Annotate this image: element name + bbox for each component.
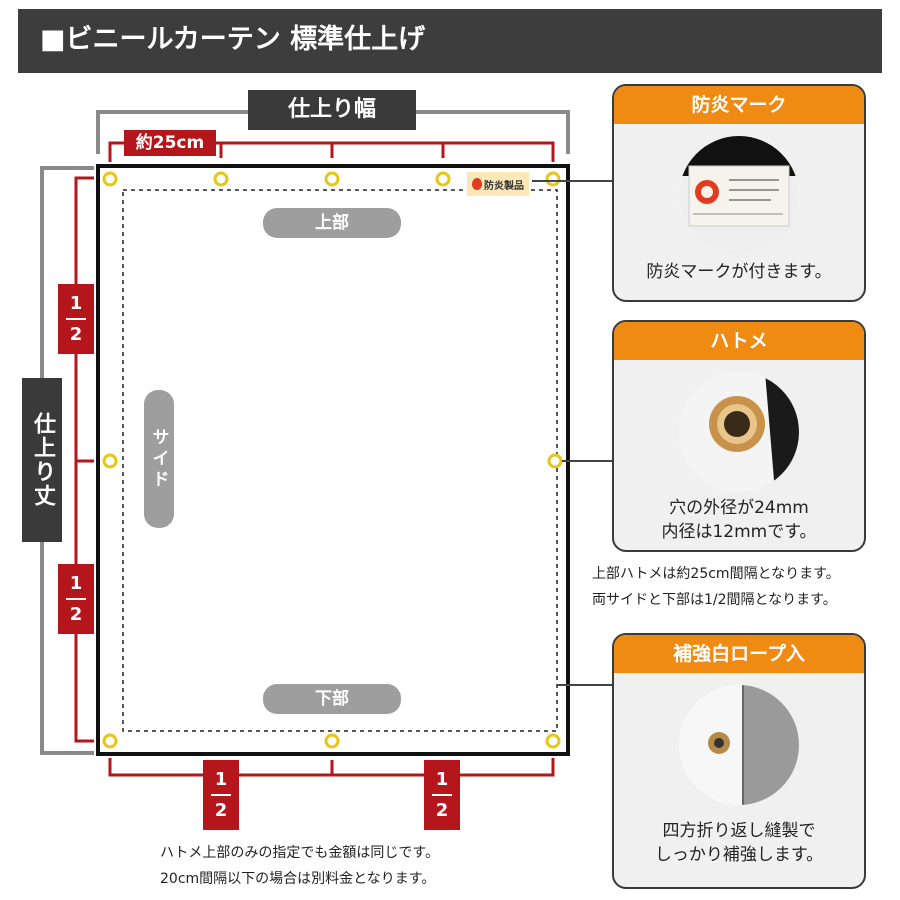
curtain-frame bbox=[96, 164, 570, 756]
fraction-denominator: 2 bbox=[214, 800, 228, 821]
card-flame-mark: 防炎マーク 防炎マークが付きます。 bbox=[612, 84, 866, 302]
grommet bbox=[324, 171, 340, 187]
finished-width-label: 仕上り幅 bbox=[248, 90, 416, 130]
card-flame-mark-caption: 防炎マークが付きます。 bbox=[646, 262, 832, 282]
grommet bbox=[102, 453, 118, 469]
grommet bbox=[213, 171, 229, 187]
fraction-numerator: 1 bbox=[69, 573, 83, 594]
card-rope-title: 補強白ロープ入 bbox=[614, 635, 864, 673]
note-spacing-line-2: 両サイドと下部は1/2間隔となります。 bbox=[592, 592, 837, 608]
card-rope-caption-1: 四方折り返し縫製で bbox=[662, 821, 816, 841]
region-bottom-label: 下部 bbox=[263, 684, 401, 714]
flame-retardant-tag: 防炎製品 bbox=[467, 172, 529, 196]
fraction-denominator: 2 bbox=[69, 324, 83, 345]
fraction-numerator: 1 bbox=[435, 769, 449, 790]
card-flame-mark-title: 防炎マーク bbox=[614, 86, 864, 124]
card-grommet: ハトメ 穴の外径が24mm 内径は12mmです。 bbox=[612, 320, 866, 552]
grommet bbox=[324, 733, 340, 749]
region-side-label: サイド bbox=[144, 390, 174, 528]
grommet bbox=[545, 171, 561, 187]
fraction-numerator: 1 bbox=[214, 769, 228, 790]
grommet bbox=[547, 453, 563, 469]
note-bottom-line-2: 20cm間隔以下の場合は別料金となります。 bbox=[160, 871, 436, 887]
note-bottom-line-1: ハトメ上部のみの指定でも金額は同じです。 bbox=[160, 845, 440, 861]
grommet bbox=[102, 171, 118, 187]
grommet bbox=[435, 171, 451, 187]
card-reinforcement-rope: 補強白ロープ入 四方折り返し縫製で しっかり補強します。 bbox=[612, 633, 866, 889]
finished-height-label: 仕上り丈 bbox=[22, 378, 62, 542]
card-grommet-caption-1: 穴の外径が24mm bbox=[669, 498, 809, 518]
grommet-photo bbox=[679, 372, 799, 492]
header-bar bbox=[18, 9, 882, 73]
page-title: ■ビニールカーテン 標準仕上げ bbox=[40, 24, 426, 55]
flame-mark-photo bbox=[679, 136, 799, 256]
region-top-label: 上部 bbox=[263, 208, 401, 238]
grommet bbox=[102, 733, 118, 749]
fraction-denominator: 2 bbox=[69, 604, 83, 625]
rope-photo bbox=[679, 685, 799, 805]
card-grommet-caption-2: 内径は12mmです。 bbox=[661, 522, 817, 542]
flame-tag-text: 防炎製品 bbox=[484, 180, 524, 192]
card-grommet-title: ハトメ bbox=[614, 322, 864, 360]
fraction-numerator: 1 bbox=[69, 293, 83, 314]
fraction-denominator: 2 bbox=[435, 800, 449, 821]
note-spacing-line-1: 上部ハトメは約25cm間隔となります。 bbox=[592, 566, 840, 582]
card-rope-caption-2: しっかり補強します。 bbox=[654, 845, 824, 865]
top-spacing-label: 約25cm bbox=[124, 130, 216, 156]
flame-icon bbox=[472, 178, 482, 190]
grommet bbox=[545, 733, 561, 749]
